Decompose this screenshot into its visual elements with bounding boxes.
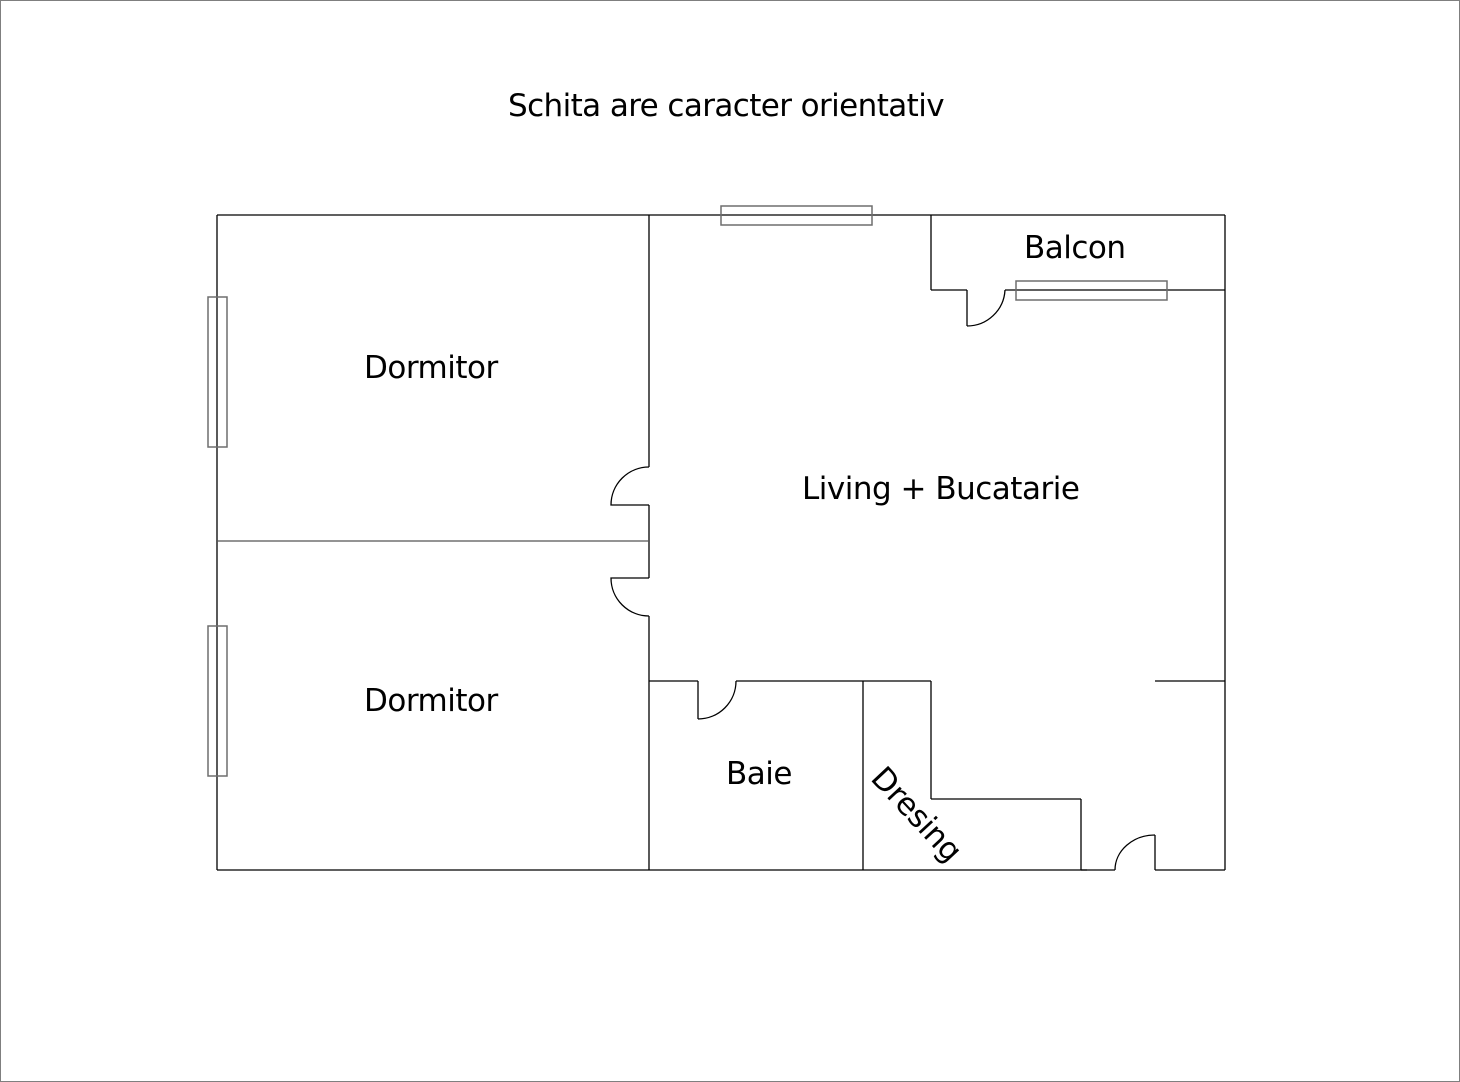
room-label-dormitor-1: Dormitor [364, 350, 498, 386]
door-balcony-arc [966, 289, 1006, 327]
window-living-top [720, 205, 873, 226]
door-bedroom-1 [610, 466, 650, 506]
window-bedroom-2 [207, 625, 228, 777]
door-bedroom-2 [610, 577, 650, 617]
room-label-baie: Baie [726, 756, 792, 792]
window-bedroom-1 [207, 296, 228, 448]
room-label-dormitor-2: Dormitor [364, 683, 498, 719]
room-label-living: Living + Bucatarie [802, 471, 1080, 507]
plan-title: Schita are caracter orientativ [508, 88, 945, 124]
door-bath-arc [697, 680, 737, 720]
door-entrance-arc [1114, 834, 1156, 871]
room-label-balcon: Balcon [1024, 230, 1126, 266]
window-balcony [1015, 280, 1168, 301]
